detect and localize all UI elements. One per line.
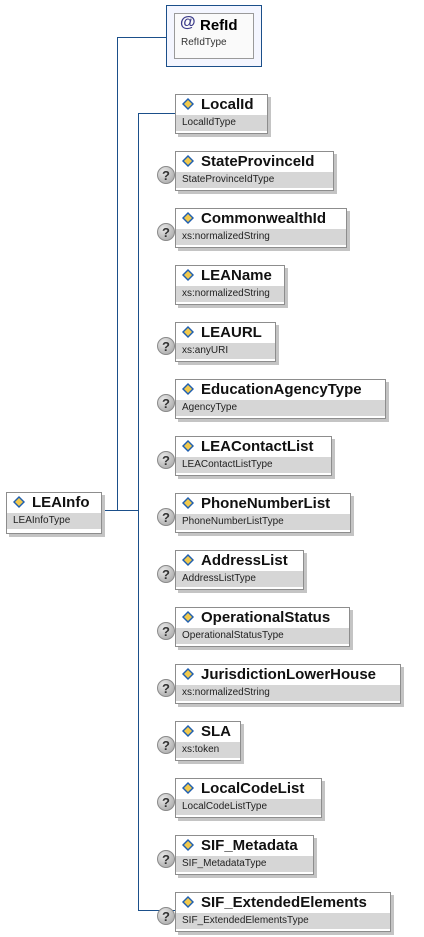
element-commonwealthid[interactable]: CommonwealthId xs:normalizedString [175, 208, 347, 248]
optional-icon: ? [157, 451, 175, 469]
element-type: LocalCodeListType [176, 799, 321, 815]
element-sla[interactable]: SLA xs:token [175, 721, 241, 761]
element-icon [182, 497, 194, 509]
optional-icon: ? [157, 622, 175, 640]
element-jurisdictionlowerhouse[interactable]: JurisdictionLowerHouse xs:normalizedStrin… [175, 664, 401, 704]
element-name: CommonwealthId [201, 210, 327, 227]
element-name: SIF_ExtendedElements [201, 894, 367, 911]
element-icon [182, 554, 194, 566]
element-icon [182, 326, 194, 338]
element-name: AddressList [201, 552, 288, 569]
element-type: PhoneNumberListType [176, 514, 350, 530]
element-icon [182, 98, 194, 110]
attribute-at-icon: @ [180, 14, 196, 31]
element-name: SIF_Metadata [201, 837, 298, 854]
element-name: SLA [201, 723, 231, 740]
connector-trunk [138, 113, 139, 911]
element-name: LEAName [201, 267, 272, 284]
optional-icon: ? [157, 907, 175, 925]
element-type: SIF_ExtendedElementsType [176, 913, 390, 929]
connector-attribute-h [117, 37, 166, 38]
optional-icon: ? [157, 223, 175, 241]
root-element-type: LEAInfoType [7, 513, 101, 529]
element-name: LocalCodeList [201, 780, 305, 797]
element-type: AddressListType [176, 571, 303, 587]
connector-root-to-attribute-v [117, 37, 118, 511]
element-type: xs:token [176, 742, 240, 758]
element-name: EducationAgencyType [201, 381, 362, 398]
element-icon [182, 896, 194, 908]
element-icon [182, 212, 194, 224]
element-type: xs:anyURI [176, 343, 275, 359]
element-type: LocalIdType [176, 115, 267, 131]
element-name: LocalId [201, 96, 254, 113]
element-icon [182, 155, 194, 167]
element-type: xs:normalizedString [176, 229, 346, 245]
optional-icon: ? [157, 508, 175, 526]
connector-root-to-trunk [101, 510, 138, 511]
attribute-refid[interactable]: @ RefId RefIdType [174, 13, 254, 59]
element-leaurl[interactable]: LEAURL xs:anyURI [175, 322, 276, 362]
connector-last-element [138, 910, 175, 911]
element-type: LEAContactListType [176, 457, 331, 473]
optional-icon: ? [157, 679, 175, 697]
element-leaname[interactable]: LEAName xs:normalizedString [175, 265, 285, 305]
element-icon [13, 496, 25, 508]
optional-icon: ? [157, 793, 175, 811]
element-type: xs:normalizedString [176, 286, 284, 302]
element-name: LEAURL [201, 324, 262, 341]
element-icon [182, 725, 194, 737]
element-type: StateProvinceIdType [176, 172, 333, 188]
element-icon [182, 782, 194, 794]
root-element-name: LEAInfo [32, 494, 90, 511]
element-name: StateProvinceId [201, 153, 315, 170]
element-type: SIF_MetadataType [176, 856, 313, 872]
element-icon [182, 839, 194, 851]
connector-first-element [138, 113, 175, 114]
element-name: OperationalStatus [201, 609, 331, 626]
attribute-name: RefId [200, 17, 238, 34]
element-type: OperationalStatusType [176, 628, 349, 644]
element-icon [182, 668, 194, 680]
element-icon [182, 440, 194, 452]
element-icon [182, 383, 194, 395]
element-name: LEAContactList [201, 438, 314, 455]
optional-icon: ? [157, 166, 175, 184]
element-type: AgencyType [176, 400, 385, 416]
optional-icon: ? [157, 394, 175, 412]
element-type: xs:normalizedString [176, 685, 400, 701]
optional-icon: ? [157, 736, 175, 754]
element-icon [182, 269, 194, 281]
optional-icon: ? [157, 850, 175, 868]
element-name: PhoneNumberList [201, 495, 331, 512]
element-name: JurisdictionLowerHouse [201, 666, 377, 683]
optional-icon: ? [157, 565, 175, 583]
element-icon [182, 611, 194, 623]
root-element[interactable]: LEAInfo LEAInfoType [6, 492, 102, 534]
attribute-type: RefIdType [181, 37, 227, 48]
optional-icon: ? [157, 337, 175, 355]
